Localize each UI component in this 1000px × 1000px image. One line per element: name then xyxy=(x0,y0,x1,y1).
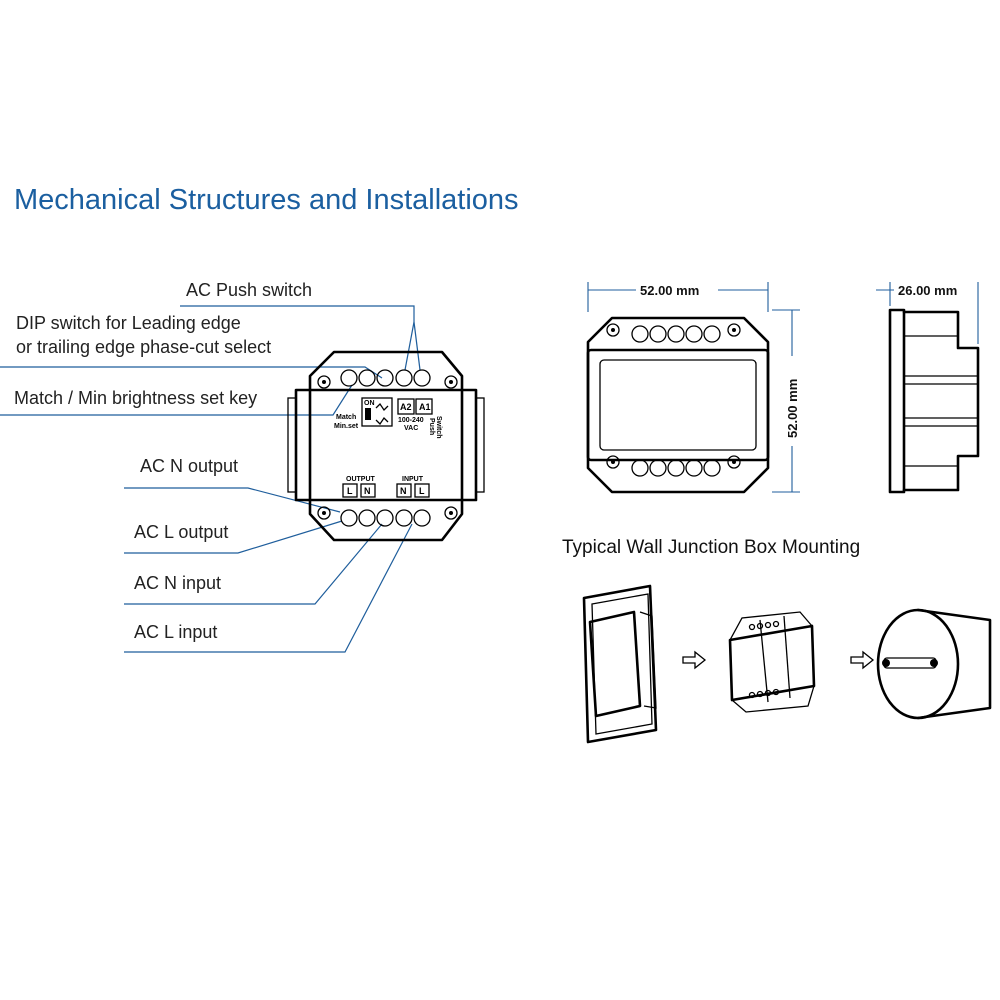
label-in-n: N xyxy=(400,486,407,496)
dip-switch-lever xyxy=(365,408,371,420)
device-front-left-tab xyxy=(287,397,297,493)
label-voltage: 100-240 xyxy=(398,417,424,424)
device-front-body xyxy=(294,388,478,502)
box-a2 xyxy=(397,398,415,415)
leader-n-input xyxy=(124,523,383,605)
label-a2: A2 xyxy=(400,402,412,412)
label-push: Push xyxy=(428,418,435,435)
leader-dip-switch xyxy=(0,366,383,379)
callout-ac-n-output: AC N output xyxy=(140,456,239,476)
junction-box-illustration xyxy=(876,608,992,720)
terminal-bottom-2 xyxy=(358,509,376,527)
terminal-bottom-5 xyxy=(413,509,431,527)
leader-push-switch-a xyxy=(404,321,415,371)
box-in-l xyxy=(414,483,430,498)
box-in-n xyxy=(396,483,412,498)
terminal-bottom-4 xyxy=(395,509,413,527)
label-in-l: L xyxy=(419,486,425,496)
device-front-outer xyxy=(308,350,464,542)
waveform-trailing-icon xyxy=(375,416,389,426)
label-switch: Switch xyxy=(435,416,442,439)
junction-box-wall xyxy=(916,608,992,720)
dimension-height: 52.00 mm xyxy=(785,379,800,438)
junction-box-screw-bar xyxy=(883,657,937,669)
junction-box-rim xyxy=(876,608,960,720)
dip-switch-block xyxy=(361,397,393,427)
terminal-top-1 xyxy=(340,369,358,387)
page-title: Mechanical Structures and Installations xyxy=(14,184,519,216)
wall-plate xyxy=(582,584,658,744)
callout-ac-push-switch: AC Push switch xyxy=(186,280,313,300)
callout-ac-l-output: AC L output xyxy=(134,522,229,542)
terminal-top-5 xyxy=(413,369,431,387)
dimension-depth: 26.00 mm xyxy=(898,283,957,298)
label-out-l: L xyxy=(347,486,353,496)
label-vac: VAC xyxy=(404,425,418,432)
box-out-l xyxy=(342,483,358,498)
label-on: ON xyxy=(364,400,375,407)
screw-top-right xyxy=(444,375,458,389)
leader-push-switch-b xyxy=(413,321,421,371)
leader-lines xyxy=(0,305,421,653)
module-illustration xyxy=(728,611,816,713)
label-min-set: Min.set xyxy=(334,423,359,430)
leader-match-key xyxy=(0,384,353,416)
side-flange xyxy=(888,308,906,494)
label-match: Match xyxy=(336,414,356,421)
leader-l-input xyxy=(124,523,413,653)
screw-top-left xyxy=(317,375,331,389)
callout-ac-l-input: AC L input xyxy=(134,622,218,642)
callout-match-key: Match / Min brightness set key xyxy=(14,388,258,408)
dimension-width: 52.00 mm xyxy=(640,283,699,298)
box-out-n xyxy=(360,483,376,498)
device-dimension-view: 52.00 mm 52.00 mm xyxy=(586,282,800,494)
label-a1: A1 xyxy=(419,402,431,412)
module-body xyxy=(728,624,816,702)
dim-device-body xyxy=(586,348,770,462)
terminal-top-4 xyxy=(395,369,413,387)
leader-l-output xyxy=(124,520,343,554)
wall-switch-illustration xyxy=(582,584,658,744)
box-a1 xyxy=(415,398,433,415)
terminal-bottom-3 xyxy=(376,509,394,527)
side-body xyxy=(902,310,980,492)
callout-ac-n-input: AC N input xyxy=(134,573,222,593)
callout-dip-switch-line1: DIP switch for Leading edge xyxy=(16,313,241,333)
callout-dip-switch-line2: or trailing edge phase-cut select xyxy=(16,337,272,357)
arrow-1-icon xyxy=(682,650,707,670)
label-output: OUTPUT xyxy=(346,476,376,483)
arrow-2-icon xyxy=(850,650,875,670)
label-input: INPUT xyxy=(402,476,424,483)
terminal-top-3 xyxy=(376,369,394,387)
device-side-view: 26.00 mm xyxy=(876,282,980,494)
dim-device-outer xyxy=(586,316,770,494)
screw-bottom-right xyxy=(444,506,458,520)
leader-push-switch xyxy=(180,305,415,322)
terminal-bottom-1 xyxy=(340,509,358,527)
waveform-leading-icon xyxy=(375,402,389,412)
device-front-right-tab xyxy=(475,397,485,493)
device-front-view: ON Match Min.set A2 A1 100-240 VAC Push … xyxy=(287,350,485,542)
mounting-title: Typical Wall Junction Box Mounting xyxy=(562,537,861,558)
screw-bottom-left xyxy=(317,506,331,520)
rocker-switch xyxy=(588,610,642,718)
terminal-top-2 xyxy=(358,369,376,387)
dim-device-face xyxy=(599,359,757,451)
label-out-n: N xyxy=(364,486,371,496)
